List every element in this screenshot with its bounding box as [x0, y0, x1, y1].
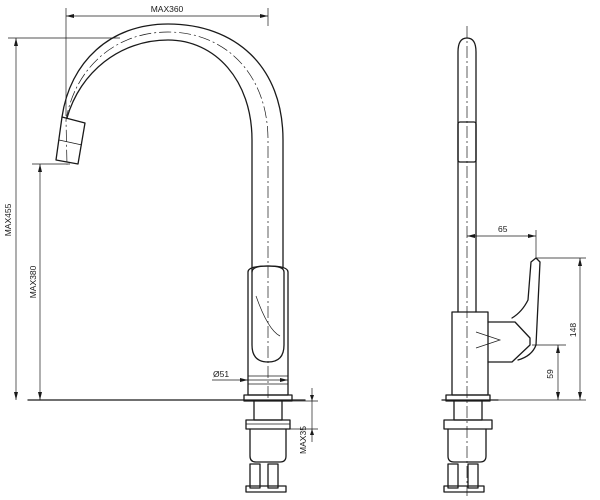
side-handle-neck — [487, 321, 531, 363]
dim-handle-arrow-left — [467, 234, 475, 238]
side-view: 65 148 59 — [441, 26, 586, 496]
handle-flat — [255, 295, 281, 337]
spout-inner-contour — [61, 23, 284, 269]
aerator-tip — [55, 116, 86, 165]
side-base-flange — [445, 394, 491, 402]
dim-body-height-arrow-bottom — [556, 392, 560, 400]
side-body — [451, 311, 489, 396]
side-hose-connector-right — [467, 463, 479, 489]
dim-handle-height-arrow-top — [578, 258, 582, 266]
dim-body-height-label: 59 — [545, 369, 555, 379]
side-supply-fitting — [447, 428, 487, 463]
dim-body-height-arrow-top — [556, 345, 560, 353]
dim-reach-arrow-right — [260, 14, 268, 18]
dim-handle-projection-label: 65 — [498, 224, 508, 234]
side-hose-connector-left — [447, 463, 459, 489]
hose-connector-left — [249, 463, 261, 489]
spout-centerline — [65, 31, 269, 398]
shank — [253, 400, 283, 421]
dim-base-label: Ø51 — [213, 369, 229, 379]
dim-spout-arrow-top — [38, 164, 42, 172]
side-shank — [453, 400, 483, 421]
side-fixing-nut — [443, 419, 493, 430]
front-view: MAX360 MAX455 MAX380 Ø51 MAX35 — [3, 4, 318, 493]
dim-handle-height-label: 148 — [568, 323, 578, 337]
dim-shank-arrow-bottom — [310, 429, 314, 435]
dim-handle-height-arrow-bottom — [578, 392, 582, 400]
dim-spout-label: MAX380 — [28, 265, 38, 298]
hose-connector-base — [245, 485, 287, 493]
dim-base-arrow — [240, 378, 248, 382]
side-hose-connector-base — [443, 485, 485, 493]
aerator-ring — [58, 139, 83, 146]
side-handle-edge — [475, 331, 502, 349]
dim-shank-arrow-top — [310, 395, 314, 401]
dim-total-arrow-top — [14, 38, 18, 46]
dim-reach-arrow-left — [66, 14, 74, 18]
dim-spout-arrow-bottom — [38, 392, 42, 400]
hose-connector-right — [267, 463, 279, 489]
dim-total-arrow-bottom — [14, 392, 18, 400]
fixing-nut — [245, 419, 291, 430]
dim-reach-label: MAX360 — [151, 4, 184, 14]
dim-handle-arrow-right — [528, 234, 536, 238]
lever-handle — [251, 265, 285, 363]
spout-outer-contour — [66, 39, 253, 273]
dim-total-label: MAX455 — [3, 203, 13, 236]
dim-base-arrow-right — [280, 378, 288, 382]
base-flange — [243, 394, 293, 402]
supply-fitting — [249, 428, 287, 463]
dim-shank-label: MAX35 — [298, 426, 308, 454]
